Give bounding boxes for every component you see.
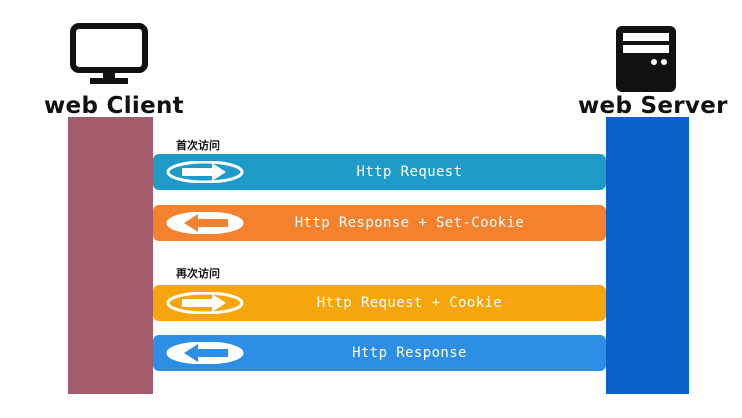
server-tower-icon <box>616 26 676 92</box>
server-label: web Server <box>578 93 728 119</box>
client-lifeline <box>68 117 153 394</box>
message-label: Http Response <box>352 345 467 361</box>
arrow-left-icon <box>166 342 244 364</box>
message-http-request-cookie: Http Request + Cookie <box>153 285 606 321</box>
message-http-response-set-cookie: Http Response + Set-Cookie <box>153 205 606 241</box>
message-label: Http Request + Cookie <box>316 295 503 311</box>
arrow-right-icon <box>166 161 244 183</box>
monitor-icon <box>70 23 148 84</box>
first-visit-label: 首次访问 <box>176 139 220 152</box>
message-http-request: Http Request <box>153 154 606 190</box>
message-label: Http Response + Set-Cookie <box>294 215 525 231</box>
message-label: Http Request <box>356 164 463 180</box>
message-http-response: Http Response <box>153 335 606 371</box>
arrow-left-icon <box>166 212 244 234</box>
second-visit-label: 再次访问 <box>176 267 220 280</box>
server-lifeline <box>606 117 689 394</box>
arrow-right-icon <box>166 292 244 314</box>
client-label: web Client <box>44 93 184 119</box>
